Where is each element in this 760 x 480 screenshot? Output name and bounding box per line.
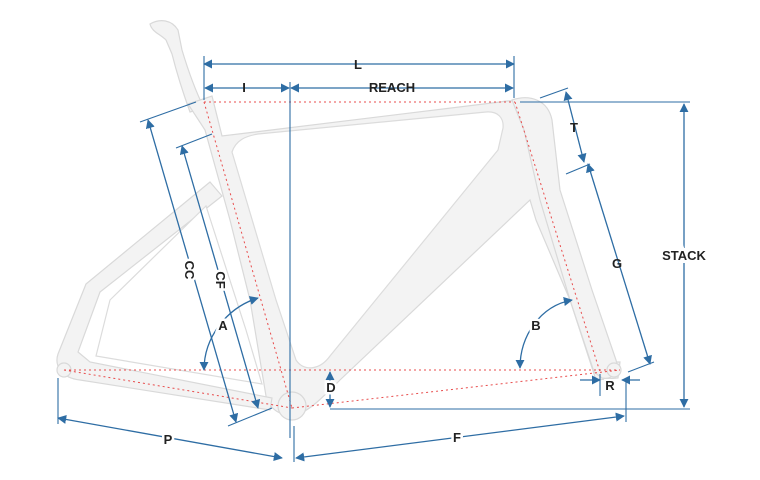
dim-G (586, 163, 652, 365)
angle-B-arc (515, 297, 573, 369)
dim-T (563, 91, 587, 163)
head-tube-axis-line (514, 101, 601, 373)
seat-tube-axis-line (203, 101, 293, 409)
label-F: F (453, 430, 461, 445)
dim-P (57, 414, 283, 462)
label-A: A (218, 318, 228, 333)
label-B: B (531, 318, 540, 333)
tick-CC-top (139, 101, 197, 123)
label-R: R (605, 378, 615, 393)
tick-G-bottom (627, 361, 655, 373)
label-CF: CF (213, 271, 228, 288)
dimension-labels: L I REACH T G STACK CC CF A B D R P F (161, 57, 709, 450)
tick-CF-top (175, 133, 213, 149)
dim-F (295, 412, 625, 462)
tick-T-bottom (565, 163, 591, 175)
label-G: G (612, 256, 622, 271)
tick-T-top (539, 87, 569, 99)
fork (511, 97, 618, 379)
front-triangle-inner (231, 111, 504, 369)
bike-frame (56, 20, 622, 421)
angle-A-arc (199, 296, 259, 371)
label-CC: CC (182, 261, 197, 280)
dimension-lines (57, 56, 689, 462)
label-D: D (326, 380, 335, 395)
label-L: L (354, 57, 362, 72)
downtube-reference-line (291, 369, 621, 409)
label-I: I (242, 80, 246, 95)
label-STACK: STACK (662, 248, 706, 263)
label-T: T (570, 120, 578, 135)
seatpost (149, 20, 205, 113)
label-REACH: REACH (369, 80, 415, 95)
label-P: P (164, 432, 173, 447)
